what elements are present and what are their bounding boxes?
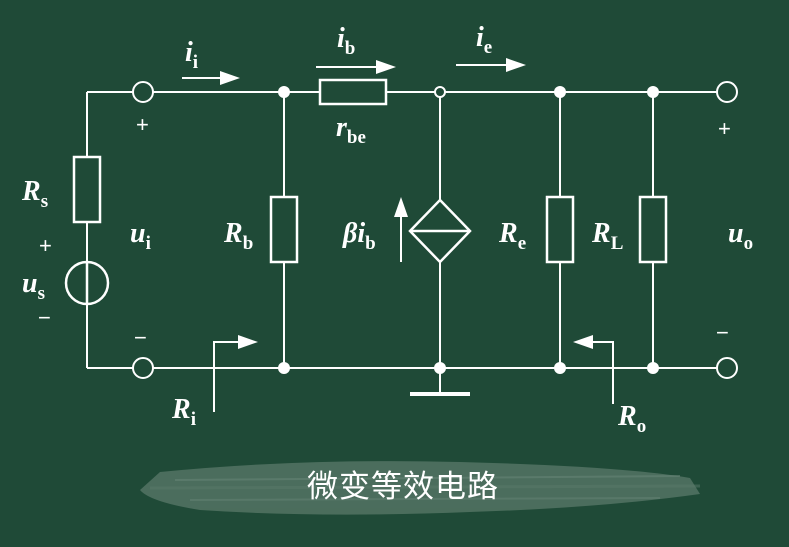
sign-input-plus: + xyxy=(136,112,149,137)
sign-output-minus: − xyxy=(716,320,729,345)
terminal-input-bottom xyxy=(132,357,154,379)
terminals xyxy=(132,81,738,379)
label-rs: Rs xyxy=(21,176,48,212)
junction-dot xyxy=(278,86,290,98)
label-us: us xyxy=(22,268,45,304)
resistor-rbe xyxy=(318,78,388,106)
label-ro: Ro xyxy=(617,401,646,437)
junction-dot xyxy=(554,86,566,98)
arrow-ib xyxy=(316,60,396,74)
wires xyxy=(86,91,720,394)
arrow-ii xyxy=(182,71,240,85)
resistor-rl xyxy=(638,195,668,264)
label-ie: ie xyxy=(476,22,492,58)
junction-dot xyxy=(434,362,446,374)
voltage-source-us xyxy=(64,260,110,306)
sign-output-plus: + xyxy=(718,116,731,141)
sign-input-minus: − xyxy=(134,325,147,350)
terminal-input-top xyxy=(132,81,154,103)
arrow-beta-ib xyxy=(394,197,408,262)
sign-source-minus: − xyxy=(38,305,51,330)
terminal-output-top xyxy=(716,81,738,103)
label-re: Re xyxy=(498,218,526,254)
label-ib: ib xyxy=(337,23,355,59)
arrows xyxy=(182,58,614,412)
junction-dot xyxy=(647,362,659,374)
arrow-ie xyxy=(456,58,526,72)
sign-source-plus: + xyxy=(39,233,52,258)
label-beta-ib: βib xyxy=(342,218,376,254)
junction-dot xyxy=(278,362,290,374)
junctions xyxy=(278,86,659,374)
label-rb: Rb xyxy=(223,218,253,254)
resistor-rb xyxy=(269,195,299,264)
terminal-output-bottom xyxy=(716,357,738,379)
dependent-current-source xyxy=(408,198,472,264)
components xyxy=(64,78,668,396)
node-emitter-open xyxy=(434,86,446,98)
label-ui: ui xyxy=(130,218,151,254)
labels: Rs us ui ii ib ie rbe Rb βib Re RL xyxy=(21,22,753,437)
label-rl: RL xyxy=(591,218,623,254)
label-ri: Ri xyxy=(171,394,196,430)
resistor-re xyxy=(545,195,575,264)
resistor-rs xyxy=(72,155,102,224)
label-rbe: rbe xyxy=(336,112,366,148)
polarity-signs: + − + − + − xyxy=(38,112,731,350)
label-uo: uo xyxy=(728,218,753,254)
diagram-caption: 微变等效电路 xyxy=(307,469,499,505)
junction-dot xyxy=(554,362,566,374)
arrow-ro xyxy=(573,335,614,404)
junction-dot xyxy=(647,86,659,98)
arrow-ri xyxy=(213,335,258,412)
chalk-brush-band xyxy=(140,461,701,515)
label-ii: ii xyxy=(185,37,198,73)
